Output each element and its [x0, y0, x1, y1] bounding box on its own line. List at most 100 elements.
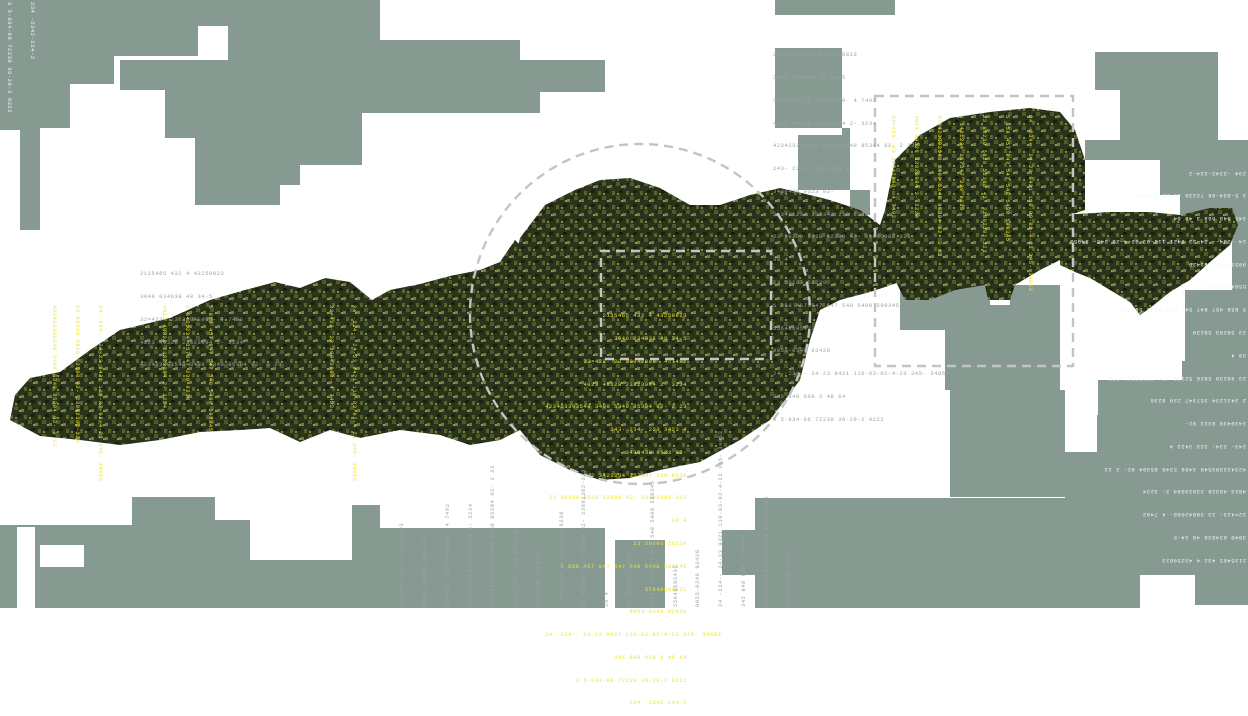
number-line: 243- 234- 223 3423 4 — [1169, 442, 1246, 449]
number-line: 23 98239 5828 52308 42- 23802382-323 — [981, 115, 988, 254]
number-line: 3 5-034-86 72239 39-29-2 9222 — [6, 2, 13, 114]
number-line: 345 848 608 3 48 64 — [740, 534, 747, 607]
number-line: 32=423- 23 39042098- 4 7492 — [773, 97, 877, 104]
number-line: 5 858 457 847 547 548 5498 590345 — [1004, 115, 1011, 242]
number-line: 3430430 9323 92- — [773, 188, 835, 195]
slab-lower-center — [365, 528, 605, 608]
numbers-left-yellow-vertical: 24 -234-- 24-23 9421 110-03-02-4-23 345-… — [42, 305, 118, 481]
number-line: 3040 034038 48 34-5 — [614, 335, 687, 342]
number-line: 4023 49328 23823094 2- 3234 — [161, 305, 168, 409]
number-line: 23 98239 5828 52308 42- 23802382-323 — [1107, 374, 1246, 381]
number-line: 23 98239 5828 52308 42- 23802382-323 — [548, 495, 687, 502]
numbers-bottom-vertical: 2135465 432 4 43259823 3040 034038 48 34… — [384, 431, 802, 607]
number-line: 243- 234- 223 3423 4 — [773, 166, 850, 173]
number-line: 39 4 — [604, 591, 611, 607]
number-line: 3 5-034-86 72239 39-29-2 9222 — [1134, 192, 1246, 199]
number-line: 4023 49328 23823094 2- 3234 — [467, 503, 474, 607]
number-line: 2135465 432 4 43259823 — [602, 313, 687, 320]
number-line: 23 98239 5828 52308 42- 23802382-323 — [74, 305, 81, 444]
number-line: 24 -234-- 24-23 9421 110-03-02-4-23 345-… — [773, 371, 950, 378]
number-line: 39 4 — [1230, 351, 1246, 358]
number-line: 55648695432 — [644, 586, 687, 593]
number-line: 32=423- 23 39042098- 4 7492 — [1142, 511, 1246, 518]
slab-bottom-center — [615, 540, 665, 608]
canopy-far-right-cluster — [1060, 208, 1238, 315]
number-line: 23 98239 5828 52308 42- 23802382-323 — [581, 468, 588, 607]
number-line: 24 -234-- 24-23 9421 110-03-02-4-23 345-… — [350, 305, 357, 482]
number-line: 5 858 457 847 547 548 5498 590345 — [560, 563, 687, 570]
number-line: 3040 034038 48 34-5 — [773, 74, 846, 81]
number-line: 423423393548 3409 5340 85304 92- 2 23 — [545, 404, 687, 411]
number-line: 23 50293 58239 — [633, 541, 687, 547]
number-line: 2135465 432 4 43259823 — [1161, 556, 1246, 563]
number-line: 2135465 432 4 43259823 — [399, 522, 406, 607]
number-line: 3040 034038 48 34-5 — [1173, 534, 1246, 541]
numbers-right-rotated: 2135465 432 4 43259823 3040 034038 48 34… — [1070, 160, 1246, 578]
number-line: 2 3421234 357347 239 8238 — [1150, 397, 1246, 404]
number-line: 2135465 432 4 43259823 — [140, 271, 225, 278]
number-line: 32=423- 23 39042098- 4 7492 — [444, 503, 451, 607]
numbers-top-center: 2135465 432 4 43259823 3040 034038 48 34… — [773, 37, 949, 432]
number-line: 423423393548 3409 5340 85304 92- 2 23 — [773, 143, 915, 150]
slab-lower-right — [722, 498, 1140, 608]
number-line: 4023 49328 23823094 2- 3234 — [773, 120, 877, 127]
slab-layer — [0, 0, 1248, 608]
number-line: 39 4 — [671, 518, 687, 525]
dashed-rect-overlay-right — [873, 94, 1075, 368]
number-line: 5 858 457 847 547 548 5498 590345 — [206, 305, 213, 432]
number-line: 23 50293 58239 — [1192, 329, 1246, 335]
number-line: 3 5-034-86 72239 39-29-2 9222 — [763, 495, 770, 607]
number-line: 23 50293 58239 — [627, 553, 633, 607]
numbers-top-left-vertical: 234 -2342-234-2 3 5-034-86 72239 39-29-2… — [0, 2, 50, 178]
number-line: 5 858 457 847 547 548 5498 590345 — [1119, 306, 1246, 313]
number-line: 4023 49328 23823094 2- 3234 — [140, 339, 244, 346]
number-line: 3430430 9323 92- — [1184, 420, 1246, 427]
dashed-square-overlay — [599, 249, 773, 361]
number-line: 2 3421234 357347 239 8238 — [591, 472, 687, 479]
slab-top-center — [775, 0, 895, 215]
number-line: 2 3421234 357347 239 8238 — [184, 305, 191, 401]
number-line: 3 5-034-86 72239 39-29-2 9222 — [773, 416, 885, 423]
number-line: 24 -234-- 24-23 9421 110-03-02-4-23 345-… — [1026, 115, 1033, 292]
slab-right-inner — [900, 283, 1060, 390]
number-line: 4023 49328 23823094 2- 3234 — [583, 381, 687, 388]
number-line: 32=423- 23 39042098- 4 7492 — [890, 115, 897, 219]
number-line: 4023 49328 23823094 2- 3234 — [912, 115, 919, 219]
slab-right-middle — [950, 390, 1065, 497]
numbers-left-yellow-vertical-3: 24 -234-- 24-23 9421 110-03-02-4-23 345-… — [319, 305, 372, 481]
number-line: 423423393548 3409 5340 85304 92- 2 23 — [51, 305, 58, 447]
number-line: 32=423- 23 39042098- 4 7492 — [328, 305, 335, 409]
number-line: 423423393548 3409 5340 85304 92- 2 23 — [1104, 465, 1246, 472]
ecological-collage-artwork — [0, 0, 1248, 608]
number-line: 243- 234- 223 3423 4 — [513, 530, 520, 607]
number-line: 3040 034038 48 34-5 — [140, 293, 213, 300]
number-line: 234 -2342-234-2 — [786, 549, 793, 607]
number-line: 32=423- 23 39042098- 4 7492 — [140, 316, 244, 323]
number-line: 9053-0349 92420 — [1188, 260, 1246, 267]
number-line: 5 858 457 847 547 548 5498 590345 — [773, 302, 900, 309]
number-line: 234 -2342-234-2 — [1188, 169, 1246, 176]
number-line: 9053-0349 92420 — [773, 348, 831, 355]
number-line: 2135465 432 4 43259823 — [773, 52, 858, 59]
number-line: 4023 49328 23823094 2- 3234 — [1142, 488, 1246, 495]
number-line: 23 98239 5828 52308 42- 23802382-323 — [773, 234, 912, 241]
dash-overlay-layer — [468, 94, 1075, 486]
number-line: 423423393548 3409 5340 85304 92- 2 23 — [935, 115, 942, 257]
canopy-right-cluster — [870, 108, 1085, 300]
number-line: 24 -234-- 24-23 9421 110-03-02-4-23 345-… — [1069, 237, 1246, 244]
number-line: 234 -2342-234-2 — [629, 700, 687, 707]
slab-top-left-inner — [120, 0, 605, 205]
number-line: 9053-0349 92420 — [695, 549, 702, 607]
number-line: 423423393548 3409 5340 85304 92- 2 23 — [140, 362, 282, 369]
number-line: 2 3421234 357347 239 8238 — [958, 115, 965, 211]
number-line: 2 3421234 357347 239 8238 — [773, 211, 869, 218]
slab-top-left — [0, 0, 228, 230]
numbers-left: 2135465 432 4 43259823 3040 034038 48 34… — [140, 256, 282, 378]
number-line: 243- 234- 223 3423 4 — [610, 427, 687, 434]
number-line: 9053-0349 92420 — [629, 609, 687, 616]
slab-bottom-left — [0, 497, 380, 608]
number-line: 423423393548 3409 5340 85304 92- 2 23 — [490, 465, 497, 607]
number-line: 24 -234-- 24-23 9421 110-03-02-4-23 345-… — [718, 430, 725, 607]
canopy-left-cluster — [10, 240, 560, 445]
number-line: 55648695432 — [672, 564, 679, 607]
